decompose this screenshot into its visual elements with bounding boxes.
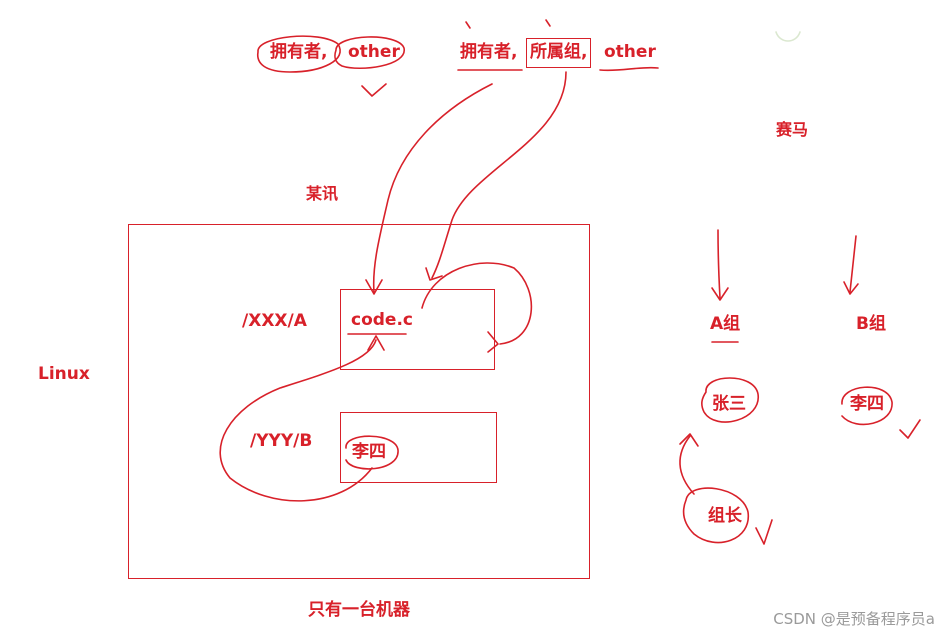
machine-box [128,224,590,579]
os-label: Linux [38,364,90,384]
path-b-label: /YYY/B [250,431,313,451]
group-highlight-box [526,38,591,68]
machine-label: 只有一台机器 [308,600,410,620]
csdn-watermark: CSDN @是预备程序员a [773,610,935,628]
group-a-label: A组 [710,314,741,334]
other-label-left: other [348,42,400,62]
user-in-b-label: 李四 [352,442,386,462]
owner-label-left: 拥有者, [270,42,328,62]
file-label: code.c [351,310,413,330]
code-file-box [340,289,495,370]
group-label-right: 所属组, [530,42,588,62]
company-a-label: 某讯 [306,184,339,203]
group-b-label: B组 [856,314,886,334]
path-a-label: /XXX/A [242,311,307,331]
company-b-label: 赛马 [776,120,809,139]
member-a-label: 张三 [712,394,746,414]
member-b-label: 李四 [850,394,884,414]
other-label-right: other [604,42,656,62]
owner-label-right: 拥有者, [460,42,518,62]
leader-label: 组长 [708,506,742,526]
user-b-box [340,412,497,483]
